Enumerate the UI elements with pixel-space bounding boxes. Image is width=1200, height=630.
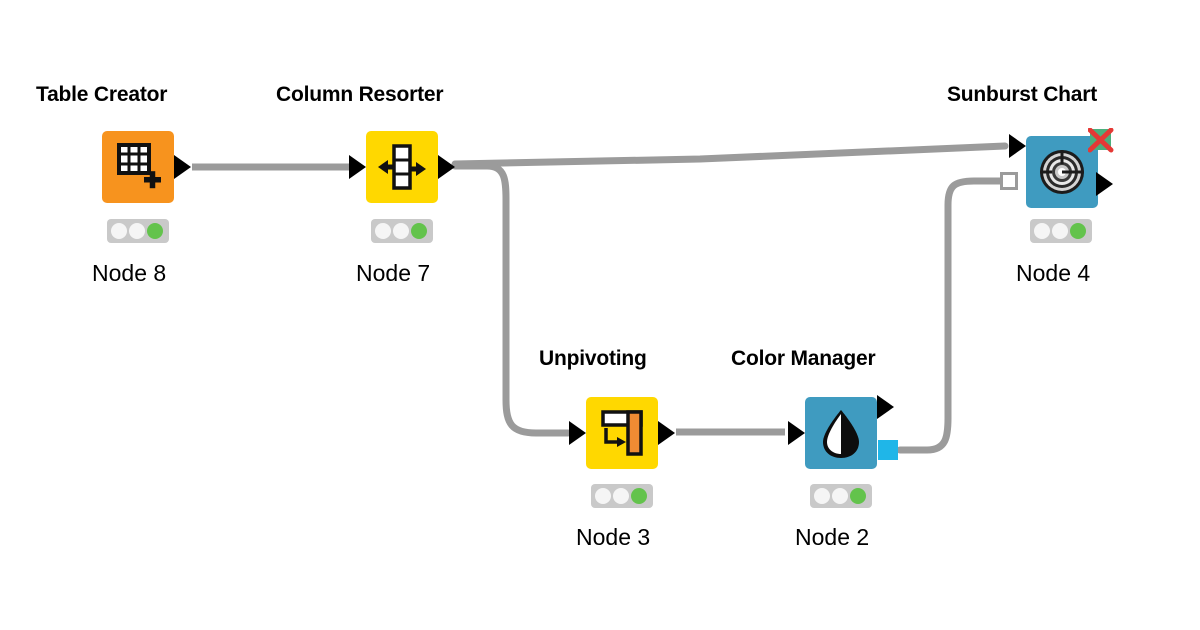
status-dot-executed (850, 488, 866, 504)
port-out-unpivoting[interactable] (658, 421, 675, 445)
status-dot-executed (1070, 223, 1086, 239)
node-label-node2: Node 2 (795, 524, 870, 550)
color-manager-icon (823, 410, 859, 458)
status-dot-idle-a (814, 488, 830, 504)
port-out-sunburst-chart[interactable] (1096, 172, 1113, 196)
table-creator-icon (117, 143, 161, 189)
unpivoting-icon (601, 410, 643, 456)
status-dot-idle-b (832, 488, 848, 504)
wire-node7-node4 (451, 142, 1009, 168)
column-resorter-icon (378, 144, 426, 190)
status-dot-idle-b (1052, 223, 1068, 239)
status-dot-idle-a (595, 488, 611, 504)
sunburst-chart-icon (1040, 150, 1084, 194)
status-bar-unpivoting (591, 484, 653, 508)
node-box-sunburst-chart[interactable] (1026, 136, 1098, 208)
status-dot-executed (631, 488, 647, 504)
node-title-table-creator: Table Creator (36, 83, 168, 106)
port-in-color-manager[interactable] (788, 421, 805, 445)
status-dot-idle-a (1034, 223, 1050, 239)
status-bar-column-resorter (371, 219, 433, 243)
status-dot-idle-a (375, 223, 391, 239)
status-bar-table-creator (107, 219, 169, 243)
port-out-color-manager-model[interactable] (878, 440, 898, 460)
node-label-node4: Node 4 (1016, 260, 1091, 286)
status-bar-color-manager (810, 484, 872, 508)
port-out-column-resorter[interactable] (438, 155, 455, 179)
status-dot-idle-b (393, 223, 409, 239)
status-dot-idle-b (129, 223, 145, 239)
port-out-table-creator[interactable] (174, 155, 191, 179)
status-dot-idle-a (111, 223, 127, 239)
wire-node2-node4 (896, 177, 1006, 454)
port-in-unpivoting[interactable] (569, 421, 586, 445)
node-label-node7: Node 7 (356, 260, 431, 286)
node-title-unpivoting: Unpivoting (539, 347, 647, 370)
port-out-color-manager-data[interactable] (877, 395, 894, 419)
node-label-node8: Node 8 (92, 260, 167, 286)
port-in-column-resorter[interactable] (349, 155, 366, 179)
node-box-table-creator[interactable] (102, 131, 174, 203)
port-in-sunburst-color-model[interactable] (1000, 172, 1018, 190)
status-dot-executed (411, 223, 427, 239)
error-x-marker[interactable] (1088, 128, 1114, 154)
node-title-column-resorter: Column Resorter (276, 83, 444, 106)
node-label-node3: Node 3 (576, 524, 651, 550)
status-bar-sunburst-chart (1030, 219, 1092, 243)
node-box-color-manager[interactable] (805, 397, 877, 469)
wire-node7-node3 (451, 162, 572, 437)
status-dot-executed (147, 223, 163, 239)
node-box-column-resorter[interactable] (366, 131, 438, 203)
port-in-sunburst-data[interactable] (1009, 134, 1026, 158)
node-title-color-manager: Color Manager (731, 347, 876, 370)
node-box-unpivoting[interactable] (586, 397, 658, 469)
status-dot-idle-b (613, 488, 629, 504)
node-title-sunburst-chart: Sunburst Chart (947, 83, 1098, 106)
